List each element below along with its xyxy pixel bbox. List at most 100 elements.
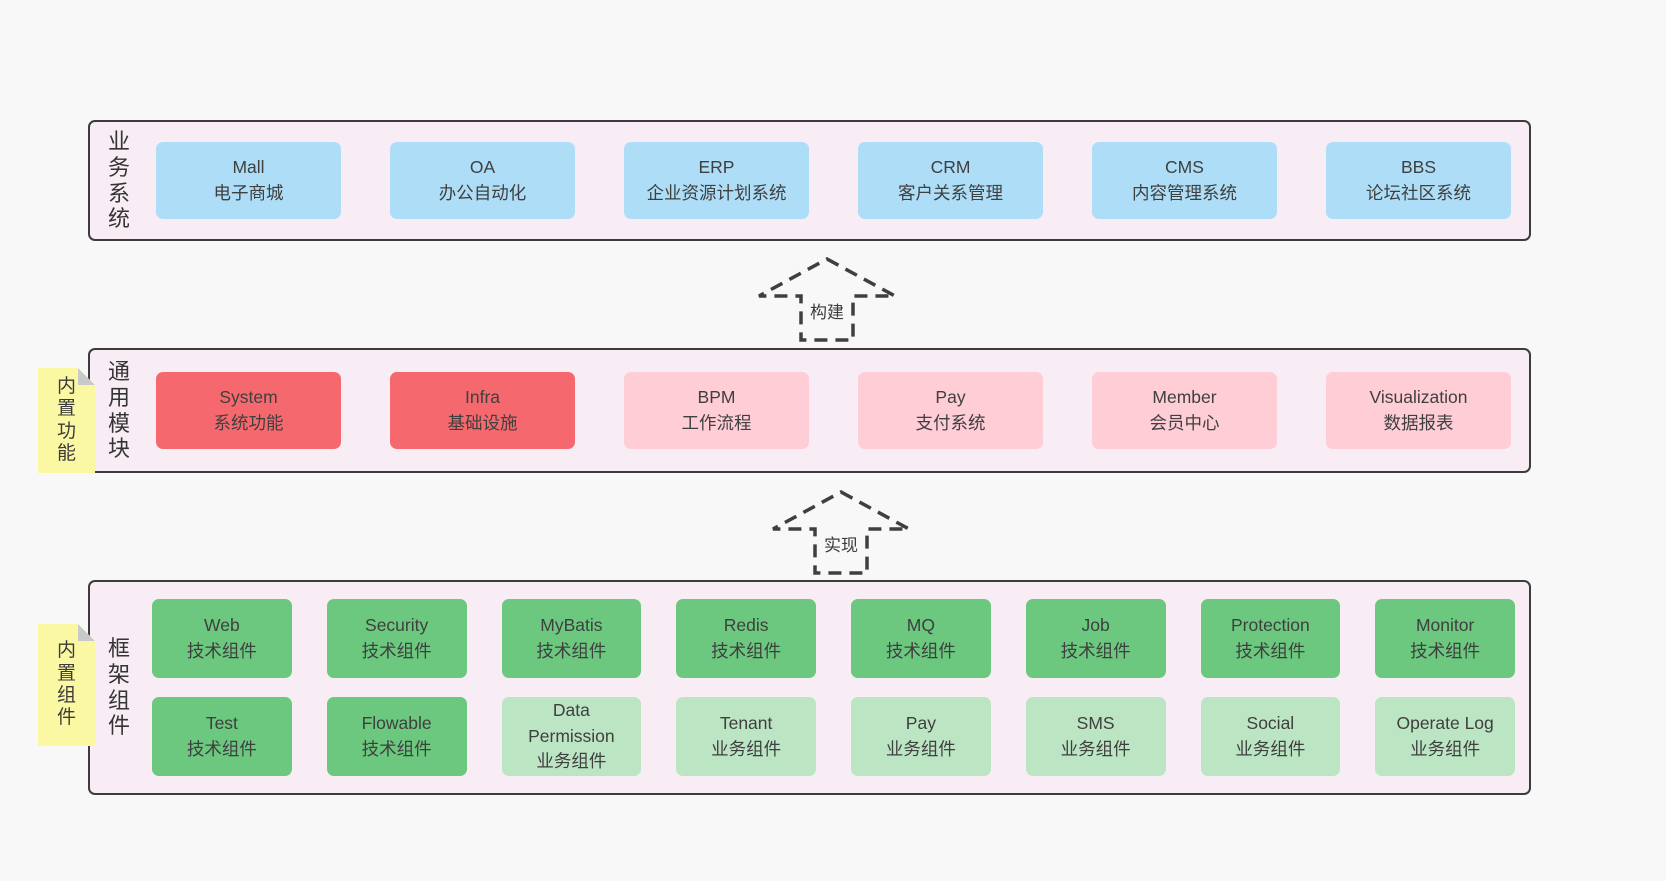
- box-social: Social 业务组件: [1200, 697, 1341, 776]
- box-social-title: Social: [1246, 713, 1295, 734]
- box-erp-subtitle: 企业资源计划系统: [646, 182, 787, 203]
- box-protection: Protection 技术组件: [1200, 599, 1341, 678]
- box-web-title: Web: [204, 615, 240, 636]
- box-oa-subtitle: 办公自动化: [438, 182, 527, 203]
- framework-components-row-2: Test 技术组件 Flowable 技术组件 Data Permission …: [152, 697, 1515, 776]
- box-pay-component: Pay 业务组件: [851, 697, 991, 776]
- box-data-permission: Data Permission 业务组件: [501, 697, 642, 776]
- box-bpm-subtitle: 工作流程: [681, 412, 752, 433]
- box-pay-module: Pay 支付系统: [858, 372, 1043, 449]
- box-crm: CRM 客户关系管理: [858, 142, 1043, 219]
- build-arrow: 构建: [756, 256, 898, 342]
- box-web: Web 技术组件: [152, 599, 292, 678]
- box-monitor: Monitor 技术组件: [1375, 599, 1515, 678]
- box-mq: MQ 技术组件: [851, 599, 991, 678]
- framework-components-layer: 框架组件 Web 技术组件 Security 技术组件 MyBatis 技术组件…: [88, 580, 1531, 795]
- box-mall-subtitle: 电子商城: [213, 182, 284, 203]
- box-redis: Redis 技术组件: [676, 599, 816, 678]
- box-pay-component-title: Pay: [905, 713, 936, 734]
- box-visualization: Visualization 数据报表: [1326, 372, 1511, 449]
- implement-arrow-label: 实现: [821, 531, 861, 556]
- box-flowable: Flowable 技术组件: [326, 697, 467, 776]
- box-crm-title: CRM: [930, 157, 971, 178]
- box-system-title: System: [219, 387, 278, 408]
- built-in-components-note-text: 内置组件: [56, 640, 76, 729]
- box-mq-subtitle: 技术组件: [885, 640, 956, 661]
- built-in-features-note-text: 内置功能: [56, 375, 76, 464]
- box-flowable-title: Flowable: [361, 713, 432, 734]
- box-flowable-subtitle: 技术组件: [361, 738, 432, 759]
- box-job: Job 技术组件: [1025, 599, 1166, 678]
- box-protection-title: Protection: [1230, 615, 1310, 636]
- box-infra-title: Infra: [464, 387, 501, 408]
- box-mq-title: MQ: [906, 615, 935, 636]
- box-erp: ERP 企业资源计划系统: [624, 142, 809, 219]
- box-data-permission-subtitle: 业务组件: [536, 751, 607, 772]
- box-mybatis-subtitle: 技术组件: [536, 640, 607, 661]
- box-pay-module-subtitle: 支付系统: [915, 412, 986, 433]
- business-systems-layer-label: 业务系统: [107, 128, 130, 232]
- box-visualization-subtitle: 数据报表: [1383, 412, 1454, 433]
- box-bbs-title: BBS: [1400, 157, 1437, 178]
- box-bpm-title: BPM: [697, 387, 736, 408]
- built-in-features-note: 内置功能: [38, 368, 95, 473]
- common-modules-box-row: System 系统功能 Infra 基础设施 BPM 工作流程 Pay 支付系统…: [132, 372, 1529, 449]
- box-operate-log: Operate Log 业务组件: [1375, 697, 1515, 776]
- box-crm-subtitle: 客户关系管理: [898, 182, 1003, 203]
- box-cms-title: CMS: [1165, 157, 1204, 178]
- box-tenant: Tenant 业务组件: [676, 697, 816, 776]
- box-bbs-subtitle: 论坛社区系统: [1366, 182, 1471, 203]
- box-mall-title: Mall: [232, 157, 265, 178]
- box-member-subtitle: 会员中心: [1149, 412, 1220, 433]
- build-arrow-label: 构建: [807, 298, 847, 323]
- box-tenant-title: Tenant: [719, 713, 773, 734]
- box-sms-subtitle: 业务组件: [1060, 738, 1131, 759]
- implement-arrow: 实现: [770, 489, 912, 575]
- common-modules-layer-label: 通用模块: [107, 358, 130, 462]
- box-test-title: Test: [205, 713, 238, 734]
- common-modules-layer: 通用模块 System 系统功能 Infra 基础设施 BPM 工作流程 Pay…: [88, 348, 1531, 473]
- box-security-title: Security: [365, 615, 429, 636]
- box-job-title: Job: [1081, 615, 1110, 636]
- box-cms: CMS 内容管理系统: [1092, 142, 1277, 219]
- box-protection-subtitle: 技术组件: [1235, 640, 1306, 661]
- box-pay-module-title: Pay: [935, 387, 966, 408]
- box-social-subtitle: 业务组件: [1235, 738, 1306, 759]
- box-tenant-subtitle: 业务组件: [711, 738, 782, 759]
- framework-components-row-1: Web 技术组件 Security 技术组件 MyBatis 技术组件 Redi…: [152, 599, 1515, 678]
- business-systems-layer: 业务系统 Mall 电子商城 OA 办公自动化 ERP 企业资源计划系统 CRM…: [88, 120, 1531, 241]
- built-in-components-note: 内置组件: [38, 624, 95, 746]
- up-arrow-icon: [772, 490, 910, 575]
- box-erp-title: ERP: [698, 157, 735, 178]
- box-data-permission-title: Data Permission: [528, 700, 615, 746]
- box-redis-subtitle: 技术组件: [711, 640, 782, 661]
- box-mybatis: MyBatis 技术组件: [501, 599, 642, 678]
- box-monitor-subtitle: 技术组件: [1410, 640, 1481, 661]
- box-pay-component-subtitle: 业务组件: [885, 738, 956, 759]
- box-system-subtitle: 系统功能: [213, 412, 284, 433]
- box-job-subtitle: 技术组件: [1060, 640, 1131, 661]
- box-cms-subtitle: 内容管理系统: [1132, 182, 1237, 203]
- box-member-title: Member: [1152, 387, 1217, 408]
- framework-components-grid: Web 技术组件 Security 技术组件 MyBatis 技术组件 Redi…: [132, 599, 1529, 776]
- box-security: Security 技术组件: [326, 599, 467, 678]
- box-security-subtitle: 技术组件: [361, 640, 432, 661]
- box-bpm: BPM 工作流程: [624, 372, 809, 449]
- business-systems-box-row: Mall 电子商城 OA 办公自动化 ERP 企业资源计划系统 CRM 客户关系…: [132, 142, 1529, 219]
- box-system: System 系统功能: [156, 372, 341, 449]
- box-web-subtitle: 技术组件: [186, 640, 257, 661]
- box-visualization-title: Visualization: [1369, 387, 1468, 408]
- box-monitor-title: Monitor: [1415, 615, 1475, 636]
- box-oa: OA 办公自动化: [390, 142, 575, 219]
- box-sms: SMS 业务组件: [1025, 697, 1166, 776]
- box-test: Test 技术组件: [152, 697, 292, 776]
- box-oa-title: OA: [469, 157, 496, 178]
- box-mall: Mall 电子商城: [156, 142, 341, 219]
- box-infra-subtitle: 基础设施: [447, 412, 518, 433]
- box-sms-title: SMS: [1076, 713, 1115, 734]
- box-operate-log-title: Operate Log: [1396, 713, 1494, 734]
- up-arrow-icon: [758, 257, 896, 342]
- box-mybatis-title: MyBatis: [540, 615, 603, 636]
- framework-components-layer-label: 框架组件: [107, 635, 130, 739]
- box-operate-log-subtitle: 业务组件: [1410, 738, 1481, 759]
